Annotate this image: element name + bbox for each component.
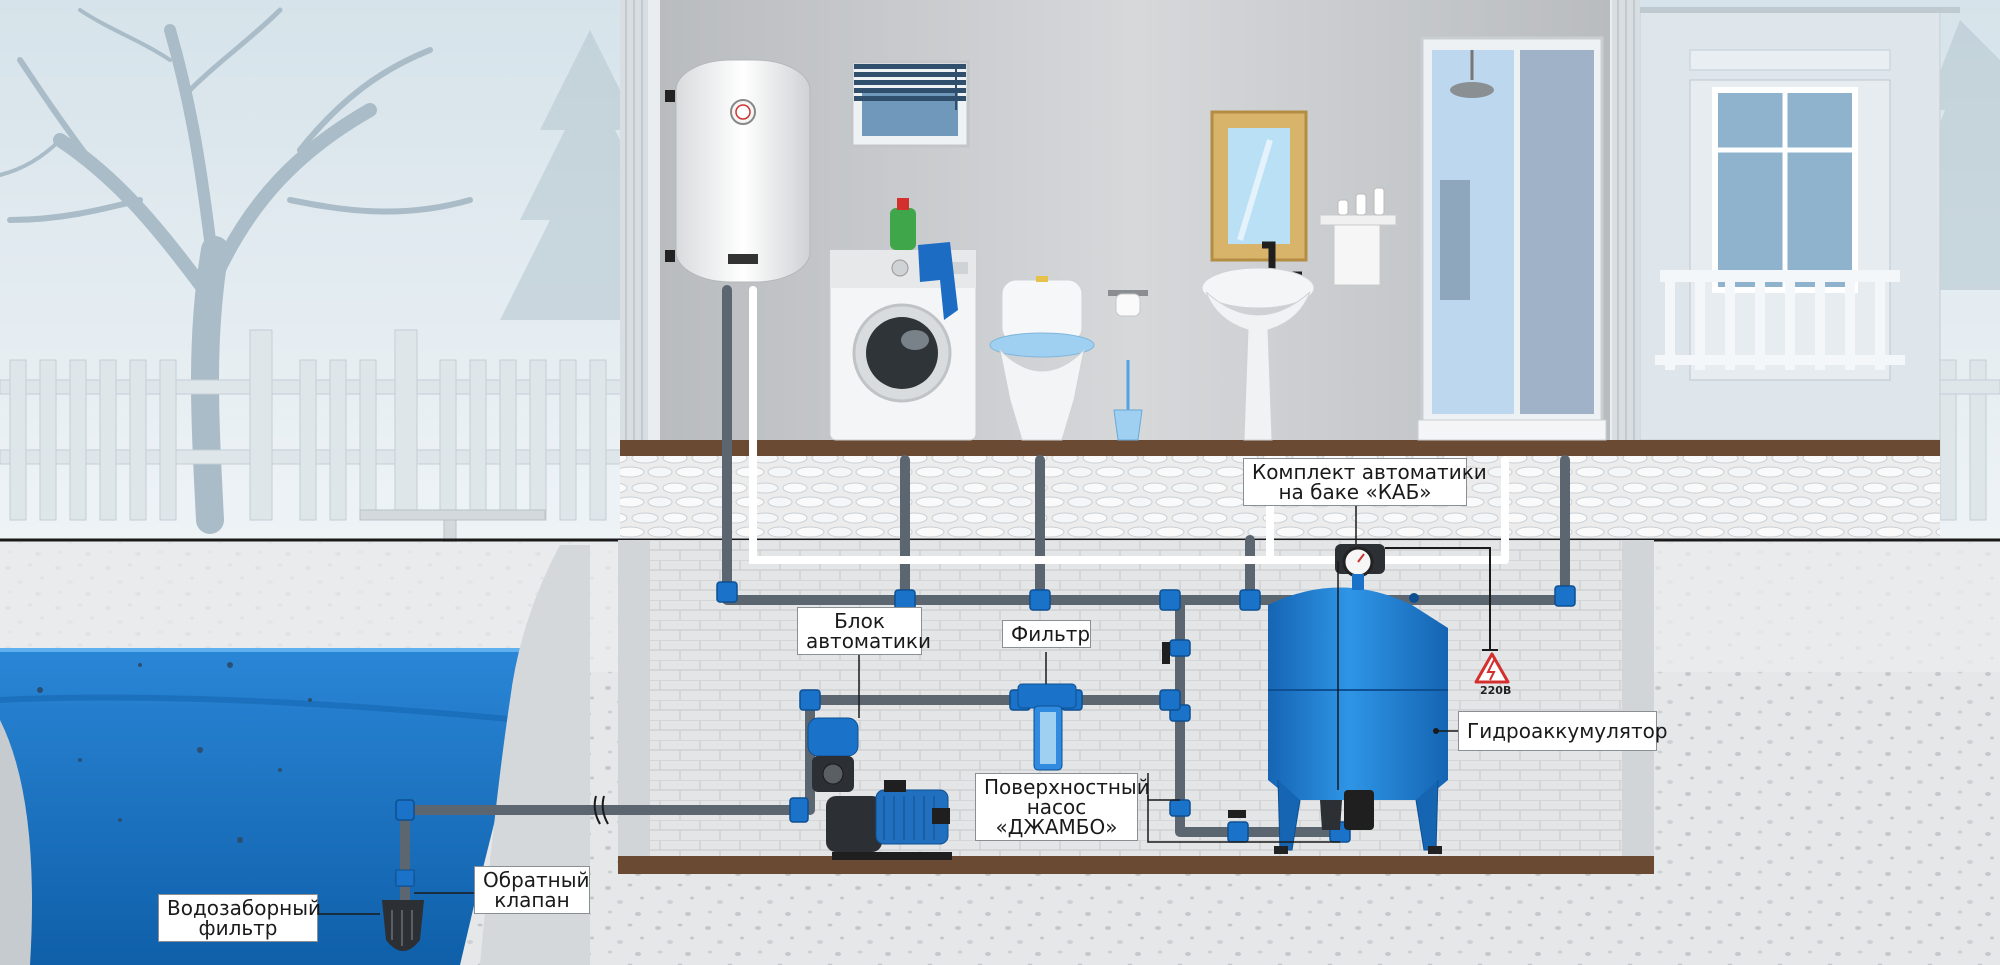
label-accumulator-line1: Гидроаккумулятор xyxy=(1467,719,1668,743)
label-surface-pump-line2: насос xyxy=(1026,795,1087,819)
label-intake-filter-line2: фильтр xyxy=(198,916,278,940)
label-automation-block-line1: Блок xyxy=(834,609,885,633)
label-kab-kit: Комплект автоматики на баке «КАБ» xyxy=(1243,458,1487,506)
leader-lines xyxy=(318,502,1458,915)
small-window xyxy=(850,60,970,148)
water-filter xyxy=(1017,683,1077,771)
shower-cabin xyxy=(1417,36,1607,441)
water-heater xyxy=(665,59,811,283)
label-intake-filter: Водозаборный фильтр xyxy=(158,894,322,942)
background-tree xyxy=(0,7,473,534)
label-surface-pump-line1: Поверхностный xyxy=(984,775,1150,799)
intake-filter xyxy=(382,900,424,951)
valves xyxy=(1162,642,1246,818)
label-check-valve-line2: клапан xyxy=(494,888,570,912)
voltage-label: 220В xyxy=(1480,684,1512,697)
label-kab-kit-line2: на баке «КАБ» xyxy=(1278,480,1432,504)
label-check-valve: Обратный клапан xyxy=(474,866,590,914)
label-surface-pump-line3: «ДЖАМБО» xyxy=(995,815,1118,839)
pipe-break-mark xyxy=(593,795,609,825)
label-kab-kit-line1: Комплект автоматики xyxy=(1252,460,1487,484)
label-check-valve-line1: Обратный xyxy=(483,868,590,892)
toilet-paper xyxy=(1108,290,1148,317)
bathroom-shelf xyxy=(1319,187,1397,286)
toilet-brush xyxy=(1113,360,1143,441)
picket-fence xyxy=(0,329,2000,521)
automation-block-device xyxy=(807,717,859,792)
neighbour-house xyxy=(1639,7,1960,441)
toilet xyxy=(989,276,1095,441)
label-automation-block: Блок автоматики xyxy=(797,607,931,655)
fittings xyxy=(395,581,1576,887)
hydraulic-accumulator xyxy=(1268,587,1448,854)
label-automation-block-line2: автоматики xyxy=(806,629,931,653)
accumulator-pointer-dot xyxy=(1433,728,1439,734)
label-intake-filter-line1: Водозаборный xyxy=(167,896,322,920)
sink xyxy=(1201,241,1315,441)
hazard-icon xyxy=(1474,652,1510,684)
surface-pump xyxy=(826,780,952,860)
label-filter-line1: Фильтр xyxy=(1011,622,1091,646)
washing-machine xyxy=(829,198,977,441)
label-accumulator: Гидроаккумулятор xyxy=(1458,711,1668,751)
mirror xyxy=(1210,110,1308,262)
power-cable xyxy=(1385,547,1498,651)
label-surface-pump: Поверхностный насос «ДЖАМБО» xyxy=(975,773,1150,841)
check-valve xyxy=(395,869,415,887)
label-filter: Фильтр xyxy=(1002,620,1091,648)
kab-automation-kit xyxy=(1335,544,1385,590)
